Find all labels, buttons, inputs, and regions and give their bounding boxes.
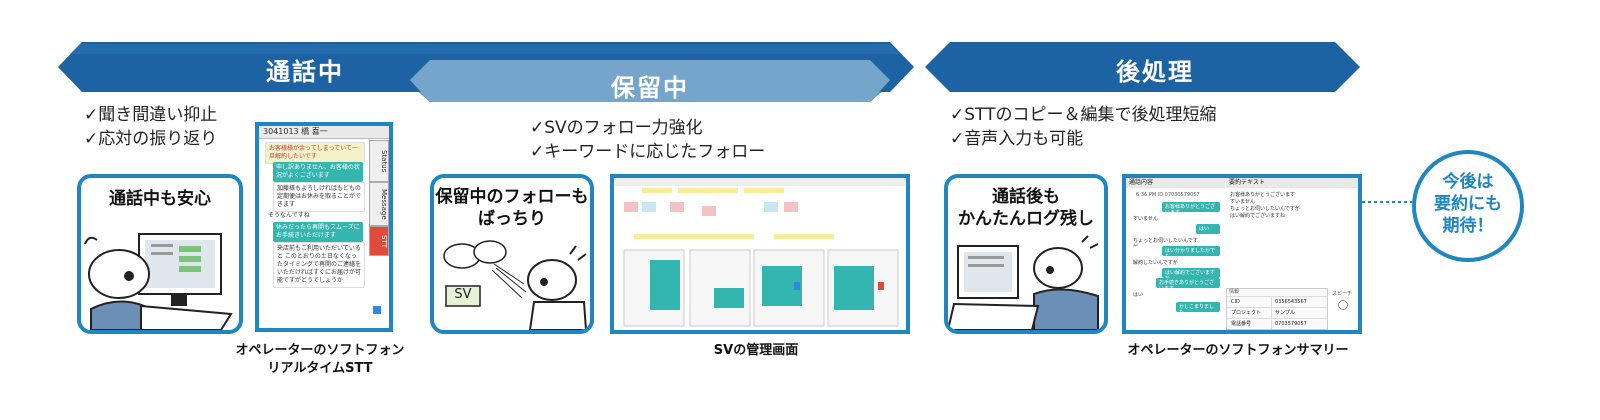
during-call-arrow-top (70, 44, 900, 54)
info-row: 電話番号 0703579057 (1227, 318, 1327, 329)
tab-stt[interactable]: STT (369, 226, 389, 256)
on-hold-arrow-front (410, 60, 890, 102)
after-call-illustration: 通話後も かんたんログ残し (944, 174, 1108, 334)
during-call-caption: オペレーターのソフトフォン リアルタイムSTT (225, 342, 415, 378)
chat-bubble: お客様ありがとうございます (1162, 202, 1220, 212)
tab-message[interactable]: Message (369, 182, 389, 226)
speech-label: スピーチ (1332, 291, 1353, 297)
info-row: CID 0356543567 (1227, 296, 1327, 307)
bullet-item: ✓音声入力も可能 (950, 129, 1084, 149)
summary-text[interactable]: お客様ありがとうございます すいません ちょっとお伺いしたいんですが はい解約で… (1230, 192, 1350, 220)
during-call-bullets: ✓聞き間違い抑止 ✓応対の振り返り (84, 103, 217, 151)
chat-bubble: 解約したいんですが (1133, 260, 1178, 266)
chat-bubble: ちょっとお伺いしたいんですが (1133, 238, 1198, 246)
message-bubble: 申し訳ありません、お客様の状況がよくございます (273, 162, 363, 182)
panel-title-line: 通話後も (992, 187, 1060, 207)
summary-line: すいません (1230, 199, 1255, 205)
tab-status[interactable]: Status (369, 140, 389, 182)
chat-bubble: すいません (1133, 216, 1158, 222)
bullet-item: ✓応対の振り返り (84, 129, 218, 149)
on-hold-label: 保留中 (611, 74, 689, 102)
message-bubble: 来店前もご利用いただいていると このとおりの土日なくなっ たタイミングで再開のご… (273, 242, 365, 288)
bullet-item: ✓キーワードに応じたフォロー (530, 142, 766, 162)
caption-line: リアルタイムSTT (267, 361, 373, 376)
info-header: 情報 (1229, 289, 1240, 295)
on-hold-illustration: 保留中のフォローも ばっちり SV (430, 174, 594, 334)
sv-dashboard-thumbnail (614, 178, 906, 327)
info-label: 電話番号 (1231, 321, 1252, 327)
chat-bubble: はい分かりましたかでも (1162, 246, 1220, 256)
during-call-illustration: 通話中も安心 (77, 174, 243, 334)
sv-admin-screenshot (610, 174, 910, 334)
summary-line: お客様ありがとうございます (1230, 192, 1296, 198)
call-timestamp: 6:36 PM ID 07030579057 (1136, 192, 1200, 198)
bullet-item: ✓SVのフォロー力強化 (530, 118, 703, 138)
operator-typing-illustration (948, 235, 1099, 330)
chat-bubble: はい解約でございますね (1162, 268, 1220, 278)
on-hold-bullets: ✓SVのフォロー力強化 ✓キーワードに応じたフォロー (530, 116, 765, 164)
panel-title: 通話中も安心 (109, 189, 211, 209)
info-value[interactable]: 0356543567 (1271, 297, 1327, 307)
info-value[interactable]: サンプル (1271, 308, 1327, 318)
chat-bubble: お手続きありがとうございます (1156, 278, 1220, 288)
message-bubble: そうなんですね (268, 212, 310, 219)
future-expectation-badge: 今後は 要約にも 期待！ (1412, 150, 1524, 262)
bullet-item: ✓聞き間違い抑止 (84, 105, 218, 125)
info-label: プロジェクト (1231, 310, 1262, 316)
message-bubble: 加藤様もよろしければもどもの定期便はお休みを取ることができます (273, 182, 365, 212)
sv-illustration (443, 240, 588, 330)
softphone-summary-screenshot: 通話内容 要約テキスト 6:36 PM ID 07030579057 お客様あり… (1122, 174, 1362, 334)
caption-line: オペレーターのソフトフォン (235, 343, 405, 358)
info-value[interactable]: 0703579057 (1271, 319, 1327, 329)
message-bubble: 休みだったら再開もスムーズにお手続きいただけます (273, 222, 363, 242)
sv-sign: SV (454, 287, 472, 302)
during-call-label: 通話中 (266, 58, 344, 86)
after-call-arrow (925, 42, 1360, 92)
summary-header: 要約テキスト (1226, 178, 1358, 188)
panel-title-line: ばっちり (478, 209, 546, 229)
message-bubble: お客様様が余ってしまっていて一旦解約したいです (265, 142, 365, 164)
info-label: CID (1231, 299, 1240, 305)
scroll-marker[interactable] (373, 306, 381, 314)
conversation-header: 通話内容 (1126, 178, 1225, 188)
future-line: 期待！ (1442, 216, 1494, 236)
info-table: 情報 CID 0356543567 プロジェクト サンプル 電話番号 07035… (1226, 288, 1328, 330)
bullet-item: ✓STTのコピー＆編集で後処理短縮 (950, 105, 1217, 125)
window-title: 3041013 橋 喜一 (259, 126, 389, 139)
summary-line: ちょっとお伺いしたいんですが (1230, 206, 1300, 212)
panel-title-line: かんたんログ残し (958, 209, 1094, 229)
panel-title-line: 保留中のフォローも (435, 187, 589, 207)
after-call-caption: オペレーターのソフトフォンサマリー (1127, 343, 1349, 358)
chat-bubble: はい (1196, 224, 1220, 234)
mic-button[interactable] (1338, 300, 1348, 310)
chat-bubble: かしこまりました (1176, 302, 1220, 312)
future-line: 要約にも (1434, 194, 1502, 214)
info-row: プロジェクト サンプル (1227, 307, 1327, 318)
chat-bubble: はい (1133, 292, 1144, 298)
after-call-label: 後処理 (1116, 58, 1194, 86)
realtime-stt-screenshot: 3041013 橋 喜一 Status Message STT お客様様が余って… (255, 122, 393, 332)
operator-illustration (84, 233, 233, 330)
summary-line: はい解約でございますね (1230, 213, 1286, 219)
future-line: 今後は (1442, 172, 1494, 192)
on-hold-caption: SVの管理画面 (713, 343, 799, 358)
after-call-bullets: ✓STTのコピー＆編集で後処理短縮 ✓音声入力も可能 (950, 103, 1217, 151)
